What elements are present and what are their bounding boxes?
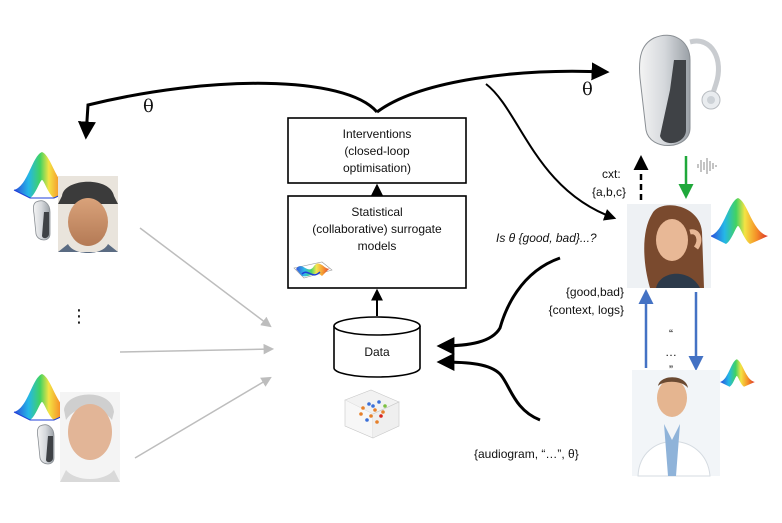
audiogram-label: {audiogram, “…”, θ} (474, 447, 579, 461)
arrow-feedback-to-data (436, 256, 561, 355)
gray-arrow-bottom-user (134, 376, 272, 459)
interventions-line2: (closed-loop (344, 144, 410, 158)
surface-plot-icon (293, 261, 333, 279)
arc-to-woman (485, 83, 617, 221)
data-cylinder (333, 316, 421, 378)
gaussian-surface-icon (720, 359, 755, 387)
person-photo (632, 370, 720, 477)
hearing-aid-icon (639, 34, 721, 146)
data-label: Data (364, 345, 390, 359)
feedback-line1: {good,bad} (566, 285, 624, 299)
quote-open: “ (669, 327, 673, 341)
arc-to-left-user (77, 81, 379, 140)
interventions-line3: optimisation) (343, 161, 411, 175)
gray-arrow-top-user (139, 227, 272, 328)
question-label: Is θ {good, bad}...? (496, 231, 597, 245)
arc-to-hearing-aid (376, 62, 610, 114)
sound-wave-icon (697, 158, 717, 174)
hearing-aid-icon (33, 200, 51, 241)
ellipsis-vertical: ⋮ (70, 306, 88, 326)
interventions-line1: Interventions (343, 127, 412, 141)
scatter-3d-icon (344, 389, 400, 439)
cxt-line1: cxt: (602, 167, 621, 181)
person-photo (60, 392, 120, 482)
arrow-audiogram-to-data (436, 353, 541, 422)
theta-right-label: θ (582, 79, 593, 100)
cxt-line2: {a,b,c} (592, 185, 626, 199)
theta-left-label: θ (143, 96, 154, 117)
person-photo (58, 176, 118, 253)
models-line1: Statistical (351, 205, 402, 219)
gaussian-surface-icon (710, 198, 768, 244)
feedback-line2: {context, logs} (549, 303, 624, 317)
gray-arrow-middle (119, 343, 275, 355)
interventions-box (287, 117, 467, 184)
person-photo (627, 204, 711, 288)
quote-ellipsis: … (665, 345, 677, 359)
models-line2: (collaborative) surrogate (312, 222, 442, 236)
models-line3: models (358, 239, 397, 253)
hearing-aid-icon (37, 424, 55, 465)
